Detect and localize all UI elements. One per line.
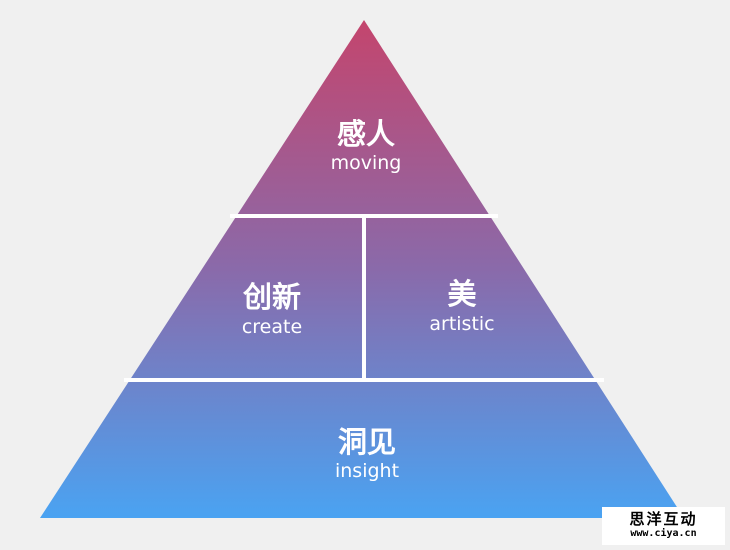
label-middle-left-en: create: [242, 316, 302, 338]
label-middle-right-zh: 美: [447, 277, 476, 311]
label-top-zh: 感人: [337, 117, 395, 151]
tier-middle-right: [364, 216, 598, 380]
watermark-name: 思洋互动: [629, 510, 698, 528]
label-top-en: moving: [331, 152, 402, 174]
watermark-logo: 思洋互动 www.ciya.cn: [602, 507, 725, 545]
watermark-url: www.ciya.cn: [630, 528, 697, 539]
label-bottom-zh: 洞见: [338, 425, 396, 459]
label-middle-left-zh: 创新: [242, 280, 301, 314]
label-bottom-en: insight: [335, 460, 399, 482]
label-middle-right-en: artistic: [429, 313, 494, 335]
